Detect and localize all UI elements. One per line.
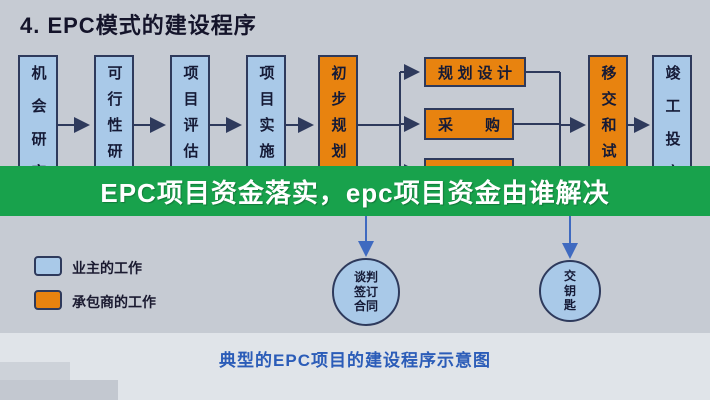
overlay-banner-text: EPC项目资金落实，epc项目资金由谁解决	[100, 177, 610, 208]
legend-swatch-contractor	[34, 290, 62, 310]
flow-box-planning-design: 规划设计	[424, 57, 526, 87]
flow-box-label: 初步规划设	[329, 65, 347, 195]
legend-swatch-owner	[34, 256, 62, 276]
circle-label: 交 钥 匙	[563, 269, 576, 313]
legend-label-owner: 业主的工作	[72, 260, 142, 276]
flow-box-label: 移交和试运	[599, 65, 617, 195]
page-title: 4. EPC模式的建设程序	[20, 13, 257, 38]
legend-label-contractor: 承包商的工作	[72, 294, 156, 310]
flow-box-label: 机会研究	[29, 65, 47, 197]
circle-label: 谈判 签订 合同	[353, 270, 378, 314]
bottom-strip	[0, 333, 710, 400]
flow-box-label: 竣工投产	[663, 65, 681, 197]
decorative-steps	[0, 380, 118, 400]
flow-box-label: 可行性研究	[105, 65, 123, 195]
flow-box-label: 项目实施准	[257, 65, 275, 195]
circle-turnkey: 交 钥 匙	[539, 260, 601, 322]
flow-box-label: 项目评估立	[181, 65, 199, 195]
diagram-caption: 典型的EPC项目的建设程序示意图	[219, 351, 491, 370]
flow-box-label: 采购	[438, 116, 500, 134]
circle-negotiate-sign-contract: 谈判 签订 合同	[332, 258, 400, 326]
flow-box-procurement: 采购	[424, 108, 514, 140]
overlay-banner: EPC项目资金落实，epc项目资金由谁解决	[0, 166, 710, 216]
flow-box-label: 规划设计	[438, 64, 512, 82]
